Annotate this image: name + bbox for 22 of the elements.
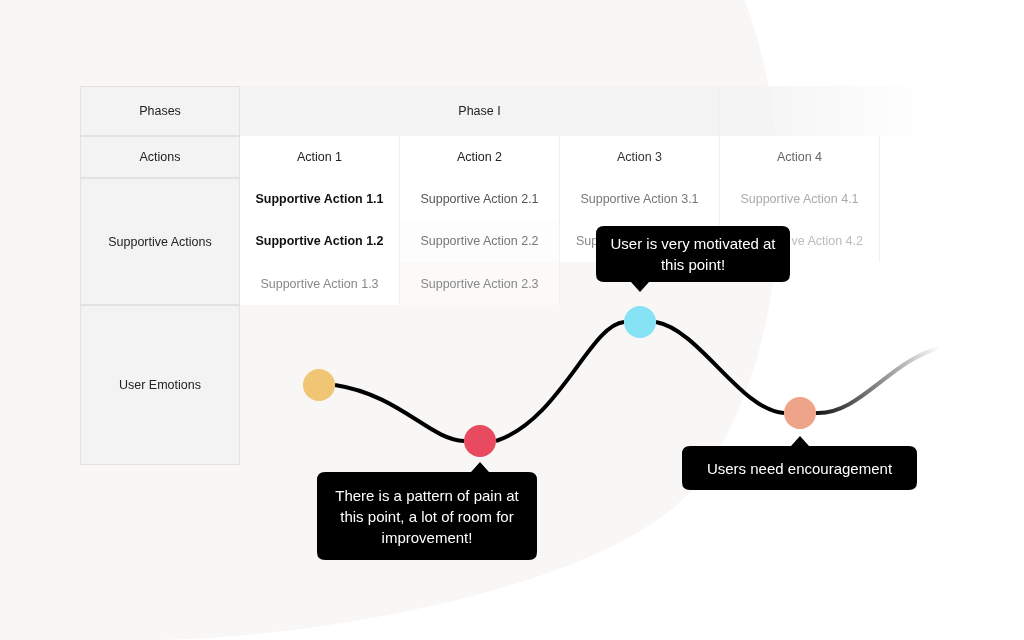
emotion-curve (495, 320, 625, 443)
callout-bubble: User is very motivated at this point! (596, 226, 790, 292)
emotion-curve (334, 383, 465, 443)
table-cell: Supportive Action 1.2 (240, 220, 400, 262)
row-header-cell: User Emotions (80, 305, 240, 465)
emotion-dot (784, 397, 816, 429)
table-cell: Supportive Action 1.1 (240, 178, 400, 220)
row-header-cell: Phases (80, 86, 240, 136)
table-cell: Supportive Action 2.1 (400, 178, 560, 220)
emotion-curve (655, 320, 785, 415)
table-cell: Action 1 (240, 136, 400, 178)
table-cell: Supportive Action 4.1 (720, 178, 880, 220)
table-cell: Supportive Action 3.1 (560, 178, 720, 220)
table-cell: Supportive Action 1.3 (240, 262, 400, 305)
row-header-cell: Actions (80, 136, 240, 178)
table-cell: Action 4 (720, 136, 880, 178)
table-cell: Action 3 (560, 136, 720, 178)
phase-header-cell: Phase I (240, 86, 720, 136)
table-cell: Action 2 (400, 136, 560, 178)
callout-bubble: Users need encouragement (682, 436, 917, 490)
table-cell: Supportive Action 2.2 (400, 220, 560, 262)
row-header-cell: Supportive Actions (80, 178, 240, 305)
